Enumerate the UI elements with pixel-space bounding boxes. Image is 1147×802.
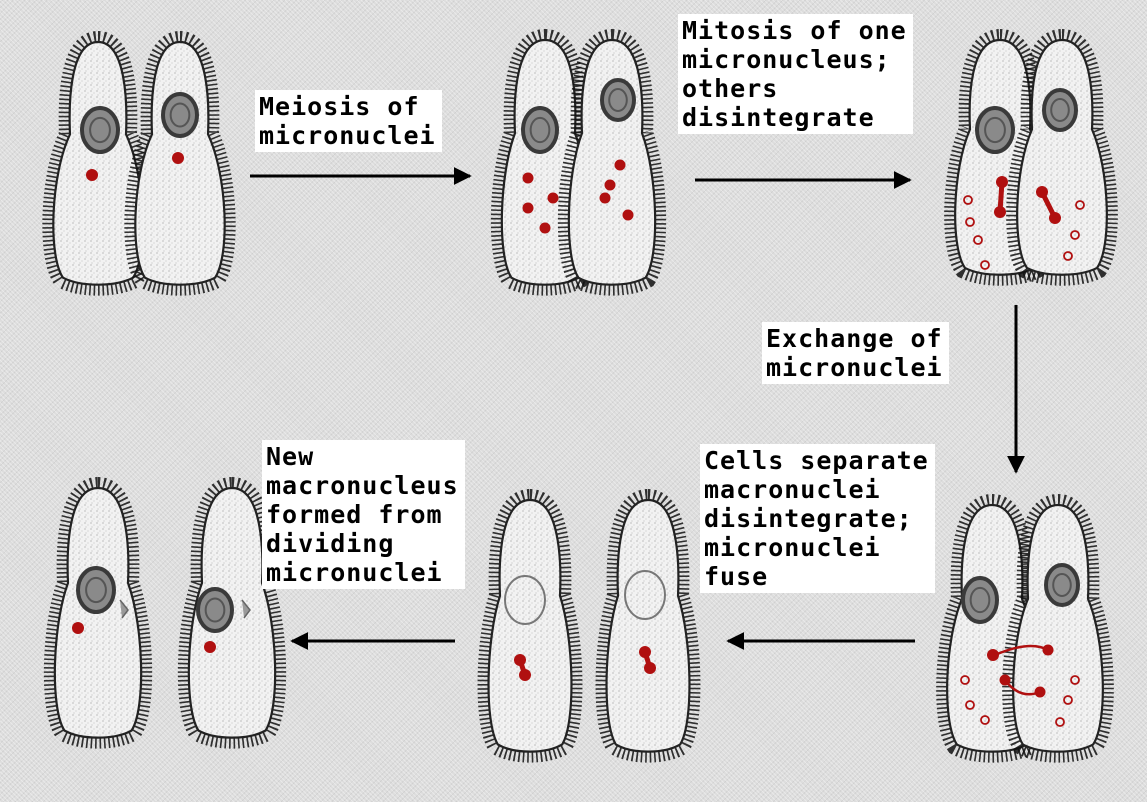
micronucleus bbox=[1043, 645, 1054, 656]
macronucleus bbox=[602, 80, 634, 120]
micronucleus bbox=[639, 646, 651, 658]
stage-6-cells bbox=[55, 488, 275, 738]
micronucleus bbox=[86, 169, 98, 181]
label-line: New bbox=[266, 442, 459, 471]
macronucleus bbox=[977, 108, 1013, 152]
micronucleus bbox=[1000, 675, 1011, 686]
label-line: micronuclei bbox=[266, 558, 459, 587]
label-line: disintegrate; bbox=[704, 504, 929, 533]
stage-4-pair bbox=[947, 505, 1103, 752]
label-line: dividing bbox=[266, 529, 459, 558]
label-line: macronuclei bbox=[704, 475, 929, 504]
paramecium-cell bbox=[607, 500, 690, 752]
macronucleus bbox=[523, 108, 557, 152]
label-meiosis: Meiosis of micronuclei bbox=[255, 90, 442, 152]
micronucleus bbox=[1036, 186, 1048, 198]
macronucleus bbox=[1046, 565, 1078, 605]
label-line: formed from bbox=[266, 500, 459, 529]
label-line: others bbox=[682, 74, 907, 103]
label-exchange: Exchange of micronuclei bbox=[762, 322, 949, 384]
macronucleus bbox=[198, 589, 232, 631]
stage-5-cells bbox=[489, 500, 690, 752]
label-line: micronuclei bbox=[259, 121, 436, 150]
micronucleus bbox=[600, 193, 611, 204]
paramecium-cell bbox=[489, 500, 572, 752]
label-new-macronucleus: New macronucleus formed from dividing mi… bbox=[262, 440, 465, 589]
micronucleus bbox=[1049, 212, 1061, 224]
micronucleus bbox=[987, 649, 999, 661]
micronucleus bbox=[994, 206, 1006, 218]
macronucleus bbox=[963, 578, 997, 622]
micronucleus bbox=[172, 152, 184, 164]
macronucleus bbox=[1044, 90, 1076, 130]
macronucleus bbox=[78, 568, 114, 612]
label-line: Mitosis of one bbox=[682, 16, 907, 45]
label-line: Meiosis of bbox=[259, 92, 436, 121]
label-separate: Cells separate macronuclei disintegrate;… bbox=[700, 444, 935, 593]
label-line: micronuclei bbox=[766, 353, 943, 382]
label-line: micronuclei bbox=[704, 533, 929, 562]
micronucleus bbox=[623, 210, 634, 221]
micronucleus bbox=[615, 160, 626, 171]
micronucleus bbox=[540, 223, 551, 234]
micronucleus bbox=[523, 173, 534, 184]
micronucleus bbox=[548, 193, 559, 204]
micronucleus bbox=[72, 622, 84, 634]
micronucleus bbox=[996, 176, 1008, 188]
micronucleus bbox=[605, 180, 616, 191]
paramecium-cell bbox=[1017, 40, 1107, 275]
stage-2-pair bbox=[502, 40, 655, 285]
micronucleus bbox=[1035, 687, 1046, 698]
micronucleus bbox=[523, 203, 534, 214]
label-line: fuse bbox=[704, 562, 929, 591]
micronucleus bbox=[519, 669, 531, 681]
label-mitosis: Mitosis of one micronucleus; others disi… bbox=[678, 14, 913, 134]
micronucleus bbox=[514, 654, 526, 666]
label-line: macronucleus bbox=[266, 471, 459, 500]
label-line: Cells separate bbox=[704, 446, 929, 475]
micronucleus bbox=[204, 641, 216, 653]
macronucleus bbox=[82, 108, 118, 152]
cell-body bbox=[1017, 40, 1107, 275]
stage-3-pair bbox=[955, 40, 1107, 275]
paramecium-cell bbox=[569, 40, 655, 285]
paramecium-cell bbox=[53, 42, 142, 285]
label-line: disintegrate bbox=[682, 103, 907, 132]
micronucleus bbox=[644, 662, 656, 674]
label-line: Exchange of bbox=[766, 324, 943, 353]
stage-1-pair bbox=[53, 42, 224, 285]
macronucleus bbox=[163, 94, 197, 136]
label-line: micronucleus; bbox=[682, 45, 907, 74]
